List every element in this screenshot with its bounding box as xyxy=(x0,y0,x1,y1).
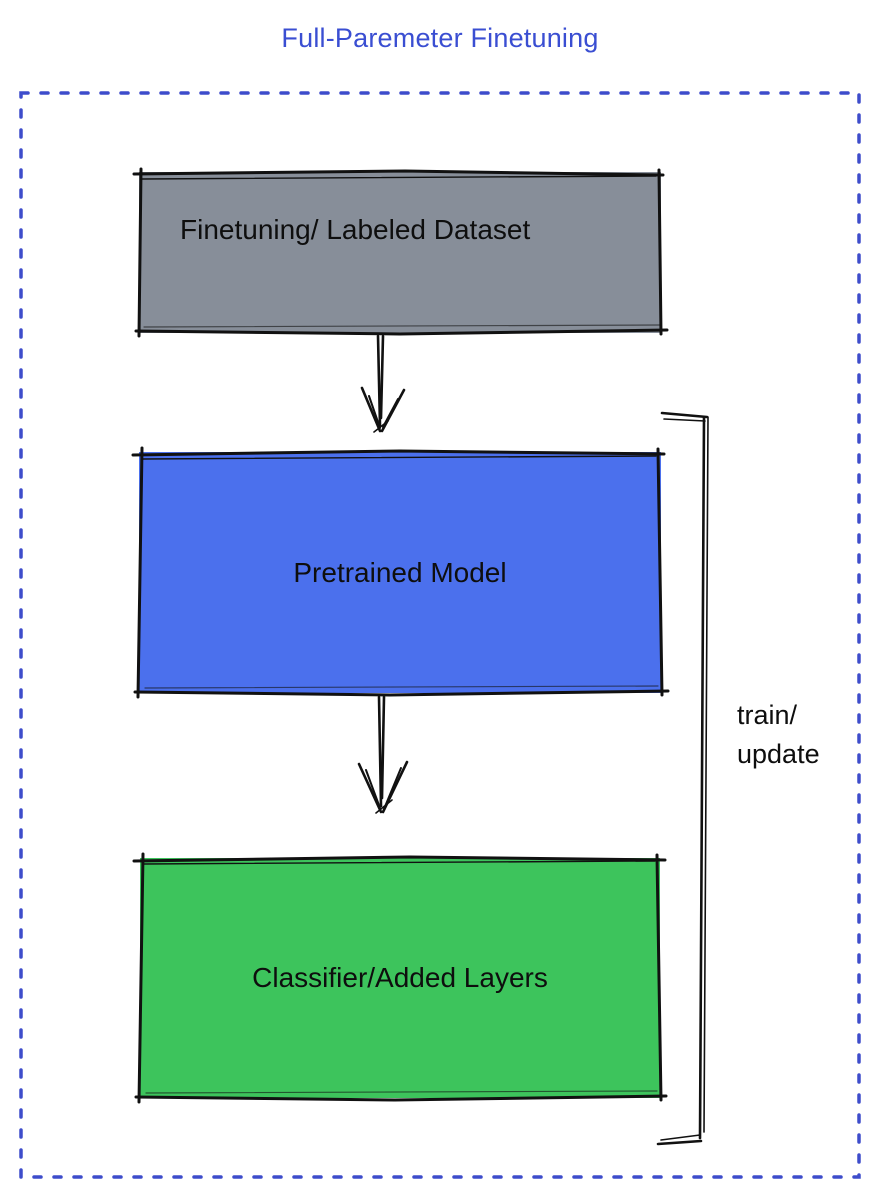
arrow-dataset-to-pretrained xyxy=(360,334,406,433)
train-update-label-line1: train/ xyxy=(737,700,798,730)
train-update-label-line2: update xyxy=(737,739,820,769)
arrow-pretrained-to-classifier xyxy=(357,695,409,814)
train-update-label: train/ update xyxy=(737,696,820,774)
pretrained-model-box: Pretrained Model xyxy=(139,452,661,693)
classifier-box-label: Classifier/Added Layers xyxy=(252,962,548,993)
pretrained-model-box-label: Pretrained Model xyxy=(293,556,507,588)
dataset-box-label: Finetuning/ Labeled Dataset xyxy=(180,214,531,245)
train-update-bracket xyxy=(656,411,709,1146)
dataset-box: Finetuning/ Labeled Dataset xyxy=(139,172,661,333)
diagram-title: Full-Paremeter Finetuning xyxy=(281,23,599,53)
classifier-box: Classifier/Added Layers xyxy=(140,858,660,1098)
